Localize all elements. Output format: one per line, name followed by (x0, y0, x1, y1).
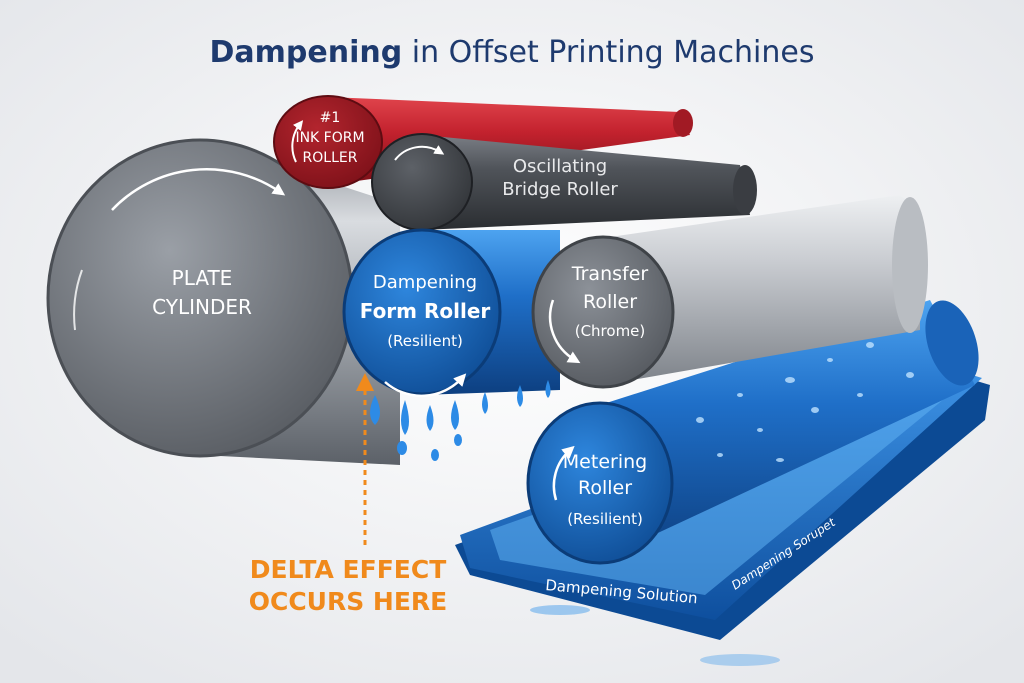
ink-form-line2: INK FORM (295, 130, 364, 146)
transfer-line3: (Chrome) (575, 322, 646, 340)
dampening-form-line3: (Resilient) (387, 332, 463, 350)
transfer-line1: Transfer (571, 263, 649, 285)
transfer-roller: Transfer Roller (Chrome) (531, 195, 928, 389)
ink-form-line3: ROLLER (303, 150, 358, 166)
plate-line2: CYLINDER (152, 295, 252, 319)
dampening-form-line1: Dampening (373, 272, 477, 293)
bridge-line2: Bridge Roller (502, 179, 618, 200)
dampening-form-roller: Dampening Form Roller (Resilient) (342, 228, 560, 398)
metering-line2: Roller (578, 477, 632, 499)
bridge-roller: Oscillating Bridge Roller (371, 133, 757, 231)
metering-line1: Metering (563, 451, 647, 473)
metering-roller: Metering Roller (Resilient) (526, 300, 979, 565)
title-rest: in Offset Printing Machines (402, 35, 814, 70)
bridge-line1: Oscillating (513, 156, 607, 177)
ink-form-line1: #1 (320, 110, 341, 126)
plate-cylinder: PLATE CYLINDER (46, 138, 400, 465)
page-title: Dampening in Offset Printing Machines (210, 35, 815, 70)
water-drips (370, 380, 551, 461)
title-bold: Dampening (210, 35, 403, 70)
transfer-line2: Roller (583, 291, 637, 313)
callout-line1: DELTA EFFECT (250, 555, 447, 584)
plate-line1: PLATE (172, 266, 233, 290)
water-droplets (696, 328, 914, 462)
callout-line2: OCCURS HERE (249, 587, 448, 616)
metering-line3: (Resilient) (567, 510, 643, 528)
delta-effect-callout: DELTA EFFECT OCCURS HERE (249, 373, 448, 616)
dampening-form-line2: Form Roller (360, 299, 491, 323)
